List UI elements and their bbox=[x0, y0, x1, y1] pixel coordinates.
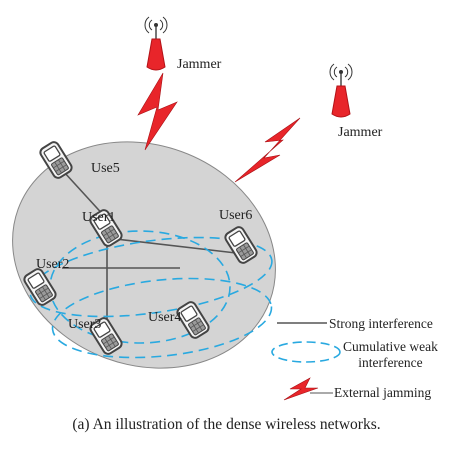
user6-label: User6 bbox=[219, 208, 253, 223]
jammer-top-icon bbox=[144, 16, 168, 71]
link-user1-user6 bbox=[106, 237, 237, 254]
jamming-bolt-right bbox=[234, 117, 301, 183]
jammer-right-label: Jammer bbox=[338, 125, 383, 140]
figure-caption: (a) An illustration of the dense wireles… bbox=[72, 416, 381, 433]
legend-weak-line1: Cumulative weak bbox=[343, 339, 438, 354]
user3-label: User3 bbox=[68, 317, 102, 332]
jamming-bolt-top bbox=[137, 72, 178, 151]
legend-weak-ring bbox=[271, 341, 341, 363]
user4-label: User4 bbox=[148, 310, 182, 325]
weak-ring-1 bbox=[29, 236, 273, 318]
weak-ring-2 bbox=[51, 277, 273, 359]
legend-strong-label: Strong interference bbox=[329, 316, 433, 331]
legend-weak-line2: interference bbox=[358, 354, 423, 370]
user1-label: User1 bbox=[82, 210, 116, 225]
legend-bolt bbox=[283, 377, 319, 401]
jammer-top-label: Jammer bbox=[177, 57, 222, 72]
user2-label: User2 bbox=[36, 257, 70, 272]
user5-label: Use5 bbox=[91, 161, 120, 176]
jammer-right-icon bbox=[329, 63, 353, 118]
legend-weak-label: Cumulative weak interference bbox=[343, 339, 438, 370]
legend-jamming-label: External jamming bbox=[334, 385, 432, 400]
